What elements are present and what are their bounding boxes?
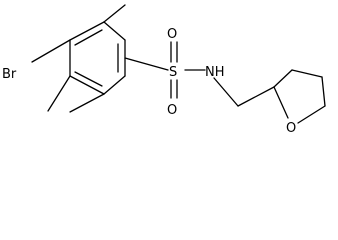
- atom-label-o-top: O: [167, 27, 177, 42]
- tetrahydrofuran-ring: [273, 69, 326, 124]
- ring-double-bond-3: [74, 71, 103, 87]
- thf-bond-c3-c2: [273, 69, 293, 88]
- ring-double-bond-1: [74, 29, 103, 46]
- bond-c2-methyl: [103, 4, 126, 23]
- atom-label-nh: NH: [205, 65, 225, 80]
- bond-ch2-c2: [237, 86, 275, 107]
- ring-bond-c4-c5: [103, 75, 126, 95]
- thf-bond-o-c5: [297, 105, 326, 124]
- atom-label-o-ring: O: [286, 121, 296, 136]
- ring-bond-c5-c6: [69, 75, 105, 95]
- bond-n-ch2: [213, 77, 239, 107]
- bond-c3-s: [124, 57, 169, 71]
- atom-label-o-bottom: O: [167, 103, 177, 118]
- thf-bond-c4-c3: [291, 69, 323, 78]
- atom-label-s: S: [169, 65, 177, 80]
- thf-bond-c2-o: [273, 86, 289, 119]
- bond-c6-methyl: [47, 75, 71, 112]
- thf-bond-c5-c4: [321, 76, 326, 107]
- bond-c1-br: [31, 39, 71, 63]
- structure-diagram: Br S O O NH O: [2, 4, 326, 136]
- ring-bond-c2-c3: [103, 21, 126, 41]
- molecule-structure: Br S O O NH O: [2, 4, 326, 136]
- ring-bond-c1-c2: [69, 21, 105, 41]
- benzene-ring: [69, 21, 126, 95]
- atom-label-br: Br: [2, 67, 17, 82]
- bond-c5-methyl: [69, 93, 105, 113]
